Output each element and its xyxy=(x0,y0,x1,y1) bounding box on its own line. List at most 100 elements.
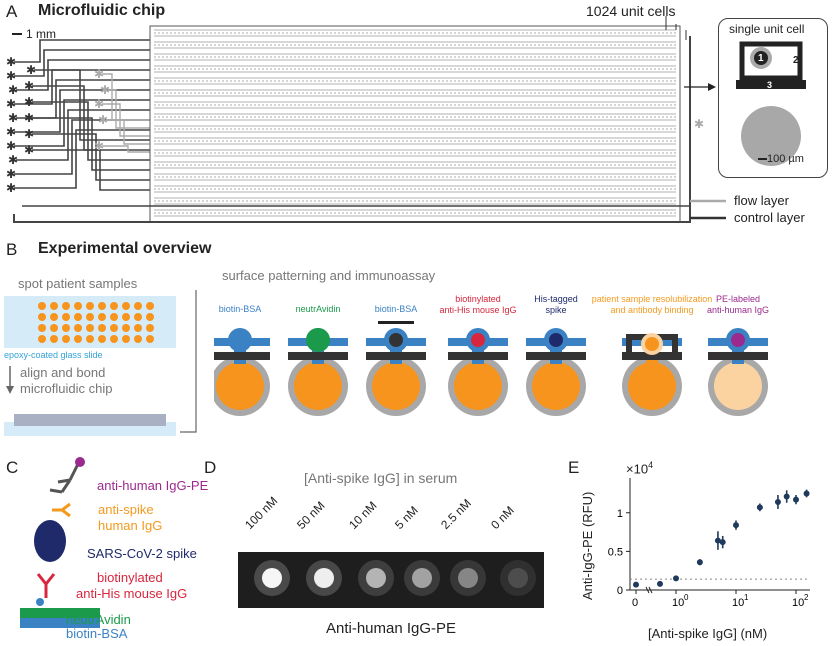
data-point xyxy=(719,539,726,546)
x-tick-label: 10 xyxy=(732,597,744,609)
control-port-icon: ✱ xyxy=(24,95,34,109)
flow-channels xyxy=(102,73,150,153)
scale-bar-label: 1 mm xyxy=(26,27,56,41)
y-tick-label: 0 xyxy=(617,585,623,597)
y-multiplier: ×104 xyxy=(626,460,654,477)
inset-label-2: 2 xyxy=(793,55,799,66)
unit-cell-inset xyxy=(718,18,828,178)
assay-stack-diagram xyxy=(20,457,100,628)
step-label-2: and antibody binding xyxy=(610,305,693,315)
inlet-ports: ✱✱✱✱✱✱✱✱✱✱✱✱✱✱✱✱✱✱✱✱✱ xyxy=(6,55,110,195)
x-tick-label: 10 xyxy=(792,597,804,609)
concentration-label: 5 nM xyxy=(392,503,421,532)
data-point xyxy=(714,537,721,544)
flow-port-icon: ✱ xyxy=(94,139,104,153)
c-label-0: anti-human IgG-PE xyxy=(97,478,209,493)
flow-port-icon: ✱ xyxy=(98,113,108,127)
y-tick-label: 1 xyxy=(617,508,623,520)
c-label-7: biotin-BSA xyxy=(66,626,128,641)
panel-d-caption: Anti-human IgG-PE xyxy=(326,620,457,637)
unit-cells-label: 1024 unit cells xyxy=(586,3,676,19)
flow-port-icon: ✱ xyxy=(94,97,104,111)
concentration-label: 10 nM xyxy=(346,498,380,532)
assay-step-3: biotin-BSA xyxy=(366,304,426,416)
unit-cell-drawing xyxy=(736,41,806,166)
inset-label-1: 1 xyxy=(758,53,764,64)
bonded-chip xyxy=(14,414,166,426)
surface-label: surface patterning and immunoassay xyxy=(222,268,436,283)
control-channels xyxy=(14,39,150,191)
data-point xyxy=(756,504,763,511)
panel-a-letter: A xyxy=(6,2,18,21)
fluorescence-image xyxy=(238,552,544,608)
svg-text:1: 1 xyxy=(744,593,749,602)
legend-control: control layer xyxy=(734,210,805,225)
flow-port-icon: ✱ xyxy=(94,67,104,81)
data-point xyxy=(673,575,679,582)
step-label: neutrAvidin xyxy=(296,304,341,314)
slide-diagram xyxy=(4,290,197,436)
x-tick-label: 0 xyxy=(632,597,638,609)
control-port-icon: ✱ xyxy=(6,167,16,181)
spot-label: spot patient samples xyxy=(18,276,138,291)
control-port-icon: ✱ xyxy=(6,97,16,111)
control-port-icon: ✱ xyxy=(24,79,34,93)
flow-port-icon: ✱ xyxy=(100,83,110,97)
panel-b-title: Experimental overview xyxy=(38,240,212,257)
control-port-icon: ✱ xyxy=(6,55,16,69)
c-label-2: human IgG xyxy=(98,518,163,533)
control-port-icon: ✱ xyxy=(24,143,34,157)
chip-diagram: ✱✱✱✱✱✱✱✱✱✱✱✱✱✱✱✱✱✱✱✱✱ ✱ xyxy=(6,16,726,223)
c-label-4: biotinylated xyxy=(97,570,163,585)
unit-cell-array xyxy=(149,25,681,223)
slide-label: epoxy-coated glass slide xyxy=(4,350,103,360)
panel-b-letter: B xyxy=(6,240,18,259)
data-point xyxy=(657,580,663,587)
control-port-icon: ✱ xyxy=(8,111,18,125)
panel-c-letter: C xyxy=(6,458,19,477)
legend-flow: flow layer xyxy=(734,193,789,208)
fluorescent-spot xyxy=(450,560,486,596)
control-port-icon: ✱ xyxy=(6,139,16,153)
inset-title: single unit cell xyxy=(729,22,805,36)
control-port-icon: ✱ xyxy=(6,181,16,195)
control-port-icon: ✱ xyxy=(24,111,34,125)
inset-label-3: 3 xyxy=(767,80,773,90)
control-port-icon: ✱ xyxy=(6,125,16,139)
step-label-2: anti-His mouse IgG xyxy=(439,305,516,315)
panel-e-letter: E xyxy=(568,458,580,477)
control-port-icon: ✱ xyxy=(24,127,34,141)
step-label: biotinylated xyxy=(455,294,501,304)
c-label-1: anti-spike xyxy=(98,502,154,517)
control-port-icon: ✱ xyxy=(26,63,36,77)
data-point xyxy=(733,522,739,529)
inset-scale-label: 100 µm xyxy=(767,153,804,165)
c-label-6: neutrAvidin xyxy=(66,612,131,627)
panel-d-title: [Anti-spike IgG] in serum xyxy=(304,470,458,486)
svg-text:0: 0 xyxy=(684,593,689,602)
data-point xyxy=(783,493,790,500)
step-label: PE-labeled xyxy=(716,294,760,304)
assay-step-2: neutrAvidin xyxy=(288,304,348,416)
assay-step-1: biotin-BSA xyxy=(210,304,270,416)
data-point xyxy=(696,559,703,566)
e-ylabel: Anti-IgG-PE (RFU) xyxy=(580,491,595,600)
concentration-label: 0 nM xyxy=(488,503,517,532)
fluorescent-spot xyxy=(500,560,536,596)
control-port-icon: ✱ xyxy=(6,69,16,83)
svg-text:✱: ✱ xyxy=(694,117,704,131)
data-point xyxy=(793,496,799,503)
c-label-5: anti-His mouse IgG xyxy=(76,586,188,601)
concentration-label: 100 nM xyxy=(242,493,281,532)
panel-a-title: Microfluidic chip xyxy=(38,2,166,19)
data-point xyxy=(633,581,639,588)
step-label: His-tagged xyxy=(534,294,578,304)
e-xlabel: [Anti-spike IgG] (nM) xyxy=(648,626,768,641)
step-label-2: anti-human IgG xyxy=(707,305,769,315)
